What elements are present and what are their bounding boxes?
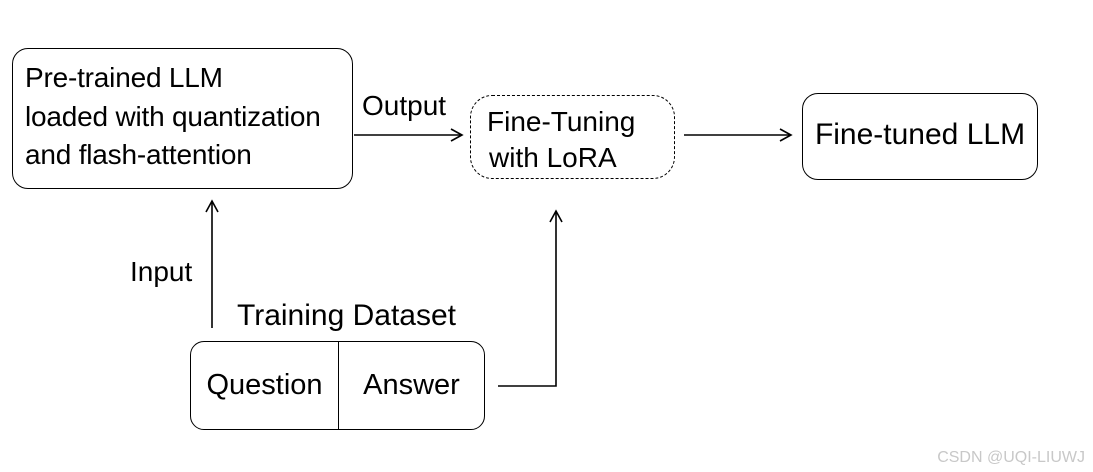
output-label: Output: [362, 90, 447, 121]
pretrained-llm-line-3: and flash-attention: [25, 139, 252, 170]
training-dataset-table: Question Answer: [190, 341, 485, 430]
input-label: Input: [130, 256, 193, 287]
dataset-question-label: Question: [206, 369, 323, 401]
pretrained-llm-line-2: loaded with quantization: [25, 101, 321, 132]
finetuning-line-2: with LoRA: [489, 142, 617, 173]
finetuned-llm-box: Fine-tuned LLM: [802, 93, 1038, 180]
pretrained-llm-box: Pre-trained LLM loaded with quantization…: [12, 48, 353, 189]
dataset-answer-cell: Answer: [338, 342, 484, 429]
watermark: CSDN @UQI-LIUWJ: [937, 449, 1085, 466]
finetuned-llm-label: Fine-tuned LLM: [814, 118, 1026, 151]
pretrained-llm-line-1: Pre-trained LLM: [25, 62, 223, 93]
dataset-question-cell: Question: [191, 342, 338, 429]
dataset-to-finetune-arrow: [498, 209, 563, 387]
dataset-answer-label: Answer: [363, 369, 460, 401]
training-dataset-title: Training Dataset: [237, 299, 456, 332]
finetuning-box: Fine-Tuning with LoRA: [470, 95, 675, 179]
finetuning-line-1: Fine-Tuning: [487, 106, 636, 137]
